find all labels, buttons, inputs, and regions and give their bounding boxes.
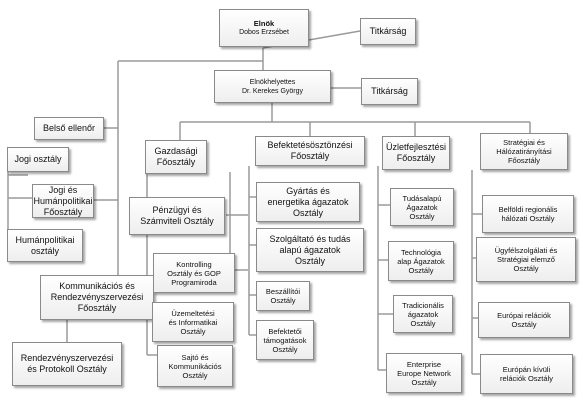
manufacturing-label: Gyártás és energetika ágazatok Osztály	[267, 185, 349, 218]
services-label: Szolgáltató és tudás alapú ágazatok Oszt…	[269, 233, 351, 266]
business-dev-label: Üzletfejlesztési Főosztály	[385, 142, 447, 163]
communications-box[interactable]: Kommunikációs és Rendezvényszervezési Fő…	[40, 275, 154, 320]
suppliers-box[interactable]: Beszállítói Osztály	[256, 281, 310, 311]
finance-label: Pénzügyi és Számviteli Osztály	[140, 205, 214, 226]
events-label: Rendezvényszervezési és Protokoll Osztál…	[20, 353, 114, 374]
traditional-box[interactable]: Tradicionális ágazatok Osztály	[393, 295, 453, 333]
press-label: Sajtó és Kommunikációs Osztály	[168, 352, 222, 380]
controlling-box[interactable]: Kontrolling Osztály és GOP Programiroda	[153, 253, 235, 293]
economic-box[interactable]: Gazdasági Főosztály	[145, 140, 207, 174]
vice-chairman-name: Dr. Kerekes György	[241, 87, 304, 95]
manufacturing-box[interactable]: Gyártás és energetika ágazatok Osztály	[256, 182, 360, 222]
strategy-label: Stratégiai és Hálózatirányítási Főosztál…	[496, 138, 552, 165]
economic-label: Gazdasági Főosztály	[154, 146, 198, 167]
legal-hr-label: Jogi és Humánpolitikai Főosztály	[33, 184, 93, 217]
secretariat-box-2[interactable]: Titkárság	[361, 78, 418, 105]
chairman-name: Dobos Erzsébet	[239, 29, 289, 36]
finance-box[interactable]: Pénzügyi és Számviteli Osztály	[129, 197, 225, 235]
press-box[interactable]: Sajtó és Kommunikációs Osztály	[157, 345, 233, 387]
customer-service-box[interactable]: Ügyfélszolgálati és Stratégiai elemző Os…	[476, 237, 576, 282]
business-dev-box[interactable]: Üzletfejlesztési Főosztály	[382, 136, 450, 170]
operations-it-box[interactable]: Üzemeltetési és Informatikai Osztály	[152, 302, 234, 342]
non-eu-relations-label: Európán kívüli relációk Osztály	[500, 365, 553, 383]
secretariat-label-2: Titkárság	[371, 86, 408, 96]
customer-service-label: Ügyfélszolgálati és Stratégiai elemző Os…	[494, 246, 558, 273]
chairman-box[interactable]: Elnök Dobos Erzsébet	[219, 9, 309, 47]
een-label: Enterprise Europe Network Osztály	[397, 359, 451, 387]
knowledge-label: Tudásalapú Ágazatok Osztály	[402, 193, 442, 221]
suppliers-label: Beszállítói Osztály	[265, 287, 301, 305]
domestic-regional-box[interactable]: Belföldi regionális hálózati Osztály	[482, 195, 574, 233]
legal-box[interactable]: Jogi osztály	[7, 147, 69, 172]
eu-relations-box[interactable]: Európai relációk Osztály	[478, 302, 570, 338]
investment-label: Befektetésösztönzési Főosztály	[267, 140, 353, 161]
strategy-box[interactable]: Stratégiai és Hálózatirányítási Főosztál…	[480, 133, 568, 170]
knowledge-box[interactable]: Tudásalapú Ágazatok Osztály	[390, 188, 454, 226]
hr-box[interactable]: Humánpolitikai osztály	[7, 229, 83, 262]
controlling-label: Kontrolling Osztály és GOP Programiroda	[167, 259, 221, 287]
legal-hr-box[interactable]: Jogi és Humánpolitikai Főosztály	[32, 184, 94, 218]
legal-label: Jogi osztály	[14, 154, 62, 164]
technology-label: Technológia alap Ágazatok Osztály	[397, 247, 445, 275]
services-box[interactable]: Szolgáltató és tudás alapú ágazatok Oszt…	[256, 228, 364, 272]
non-eu-relations-box[interactable]: Európán kívüli relációk Osztály	[480, 354, 573, 394]
operations-it-label: Üzemeltetési és Informatikai Osztály	[168, 308, 218, 336]
hr-label: Humánpolitikai osztály	[15, 234, 75, 256]
secretariat-label-1: Titkárság	[369, 26, 407, 36]
technology-box[interactable]: Technológia alap Ágazatok Osztály	[388, 241, 454, 281]
vice-chairman-box[interactable]: Elnökhelyettes Dr. Kerekes György	[214, 70, 331, 103]
events-box[interactable]: Rendezvényszervezési és Protokoll Osztál…	[12, 342, 122, 386]
domestic-regional-label: Belföldi regionális hálózati Osztály	[498, 205, 558, 223]
traditional-label: Tradicionális ágazatok Osztály	[402, 300, 444, 328]
chairman-title: Elnök	[253, 19, 275, 28]
internal-audit-label: Belső ellenőr	[42, 123, 96, 133]
een-box[interactable]: Enterprise Europe Network Osztály	[386, 353, 462, 393]
internal-audit-box[interactable]: Belső ellenőr	[34, 117, 104, 140]
communications-label: Kommunikációs és Rendezvényszervezési Fő…	[50, 281, 144, 313]
eu-relations-label: Európai relációk Osztály	[497, 311, 551, 329]
vice-chairman-title: Elnökhelyettes	[249, 78, 296, 86]
investor-support-box[interactable]: Befektetői támogatások Osztály	[256, 320, 314, 360]
secretariat-box-1[interactable]: Titkárság	[360, 18, 416, 45]
investment-box[interactable]: Befektetésösztönzési Főosztály	[255, 136, 365, 166]
investor-support-label: Befektetői támogatások Osztály	[263, 326, 307, 354]
